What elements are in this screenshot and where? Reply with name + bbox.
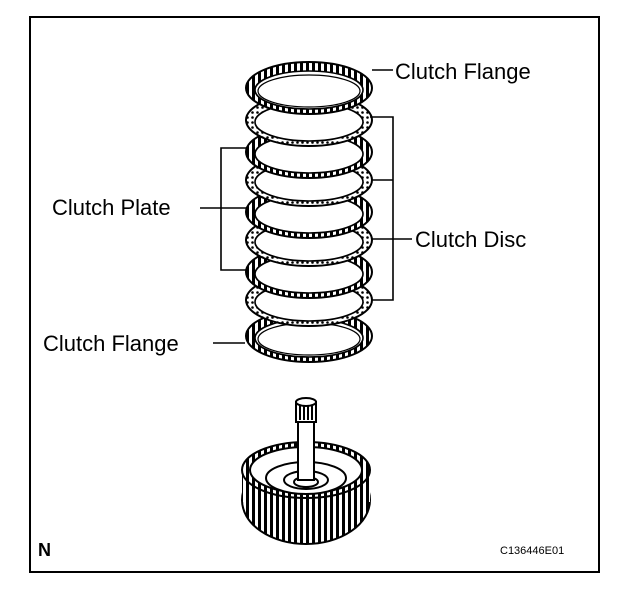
clutch-flange-ring-icon [245, 61, 373, 115]
label-clutch-flange-bottom: Clutch Flange [43, 331, 179, 356]
label-clutch-disc: Clutch Disc [415, 227, 527, 252]
label-clutch-plate: Clutch Plate [52, 195, 171, 220]
orientation-mark: N [38, 540, 51, 560]
figure-code: C136446E01 [500, 545, 565, 557]
clutch-hub-shaft-icon [241, 397, 371, 545]
label-clutch-flange-top: Clutch Flange [395, 59, 531, 84]
